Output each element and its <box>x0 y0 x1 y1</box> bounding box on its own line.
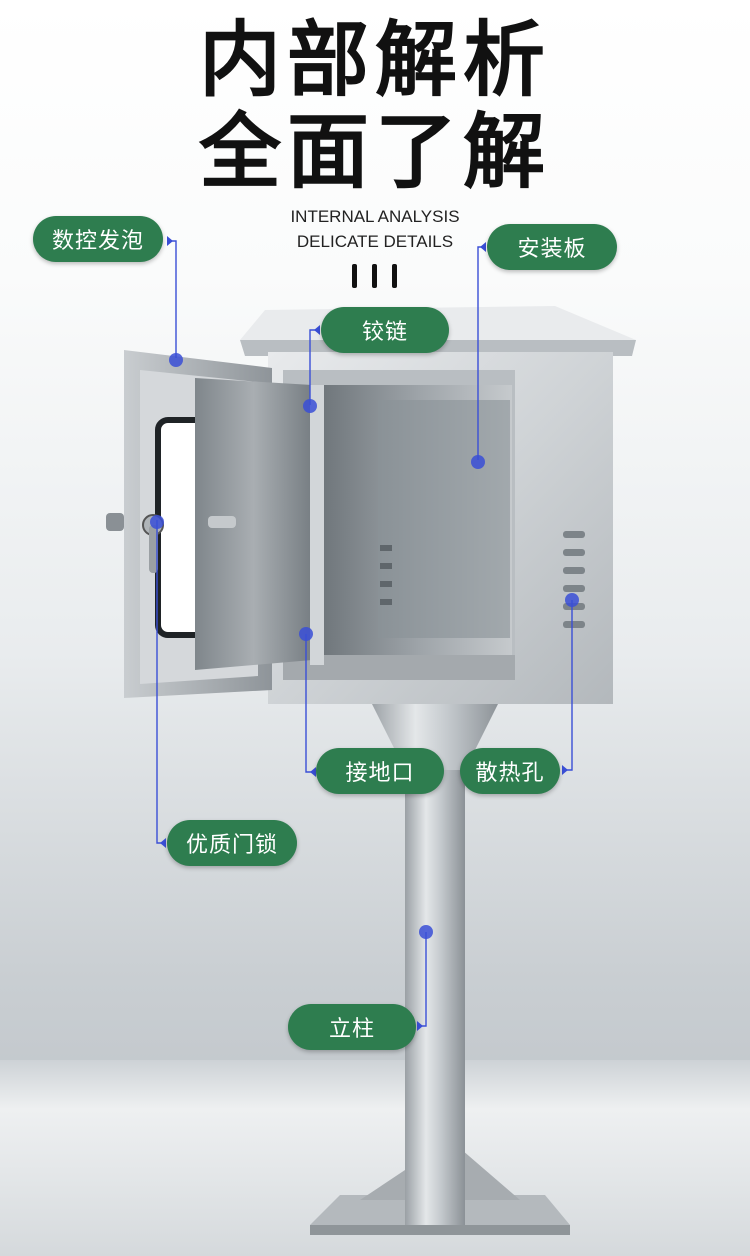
callout-lock: 优质门锁 <box>167 820 297 866</box>
callout-post: 立柱 <box>288 1004 416 1050</box>
divider-bars <box>350 264 400 288</box>
callout-foam: 数控发泡 <box>33 216 163 262</box>
callout-mount-plate: 安装板 <box>487 224 617 270</box>
vent-slots-inner <box>380 545 392 605</box>
title-line-2: 全面了解 <box>198 105 551 200</box>
callout-ground: 接地口 <box>316 748 444 794</box>
subtitle-line-2: DELICATE DETAILS <box>296 232 454 251</box>
inner-door <box>195 378 312 670</box>
callout-hinge: 铰链 <box>321 307 449 353</box>
title-line-1: 内部解析 <box>198 13 551 108</box>
callout-vent: 散热孔 <box>460 748 560 794</box>
subtitle-line-1: INTERNAL ANALYSIS <box>290 207 460 226</box>
